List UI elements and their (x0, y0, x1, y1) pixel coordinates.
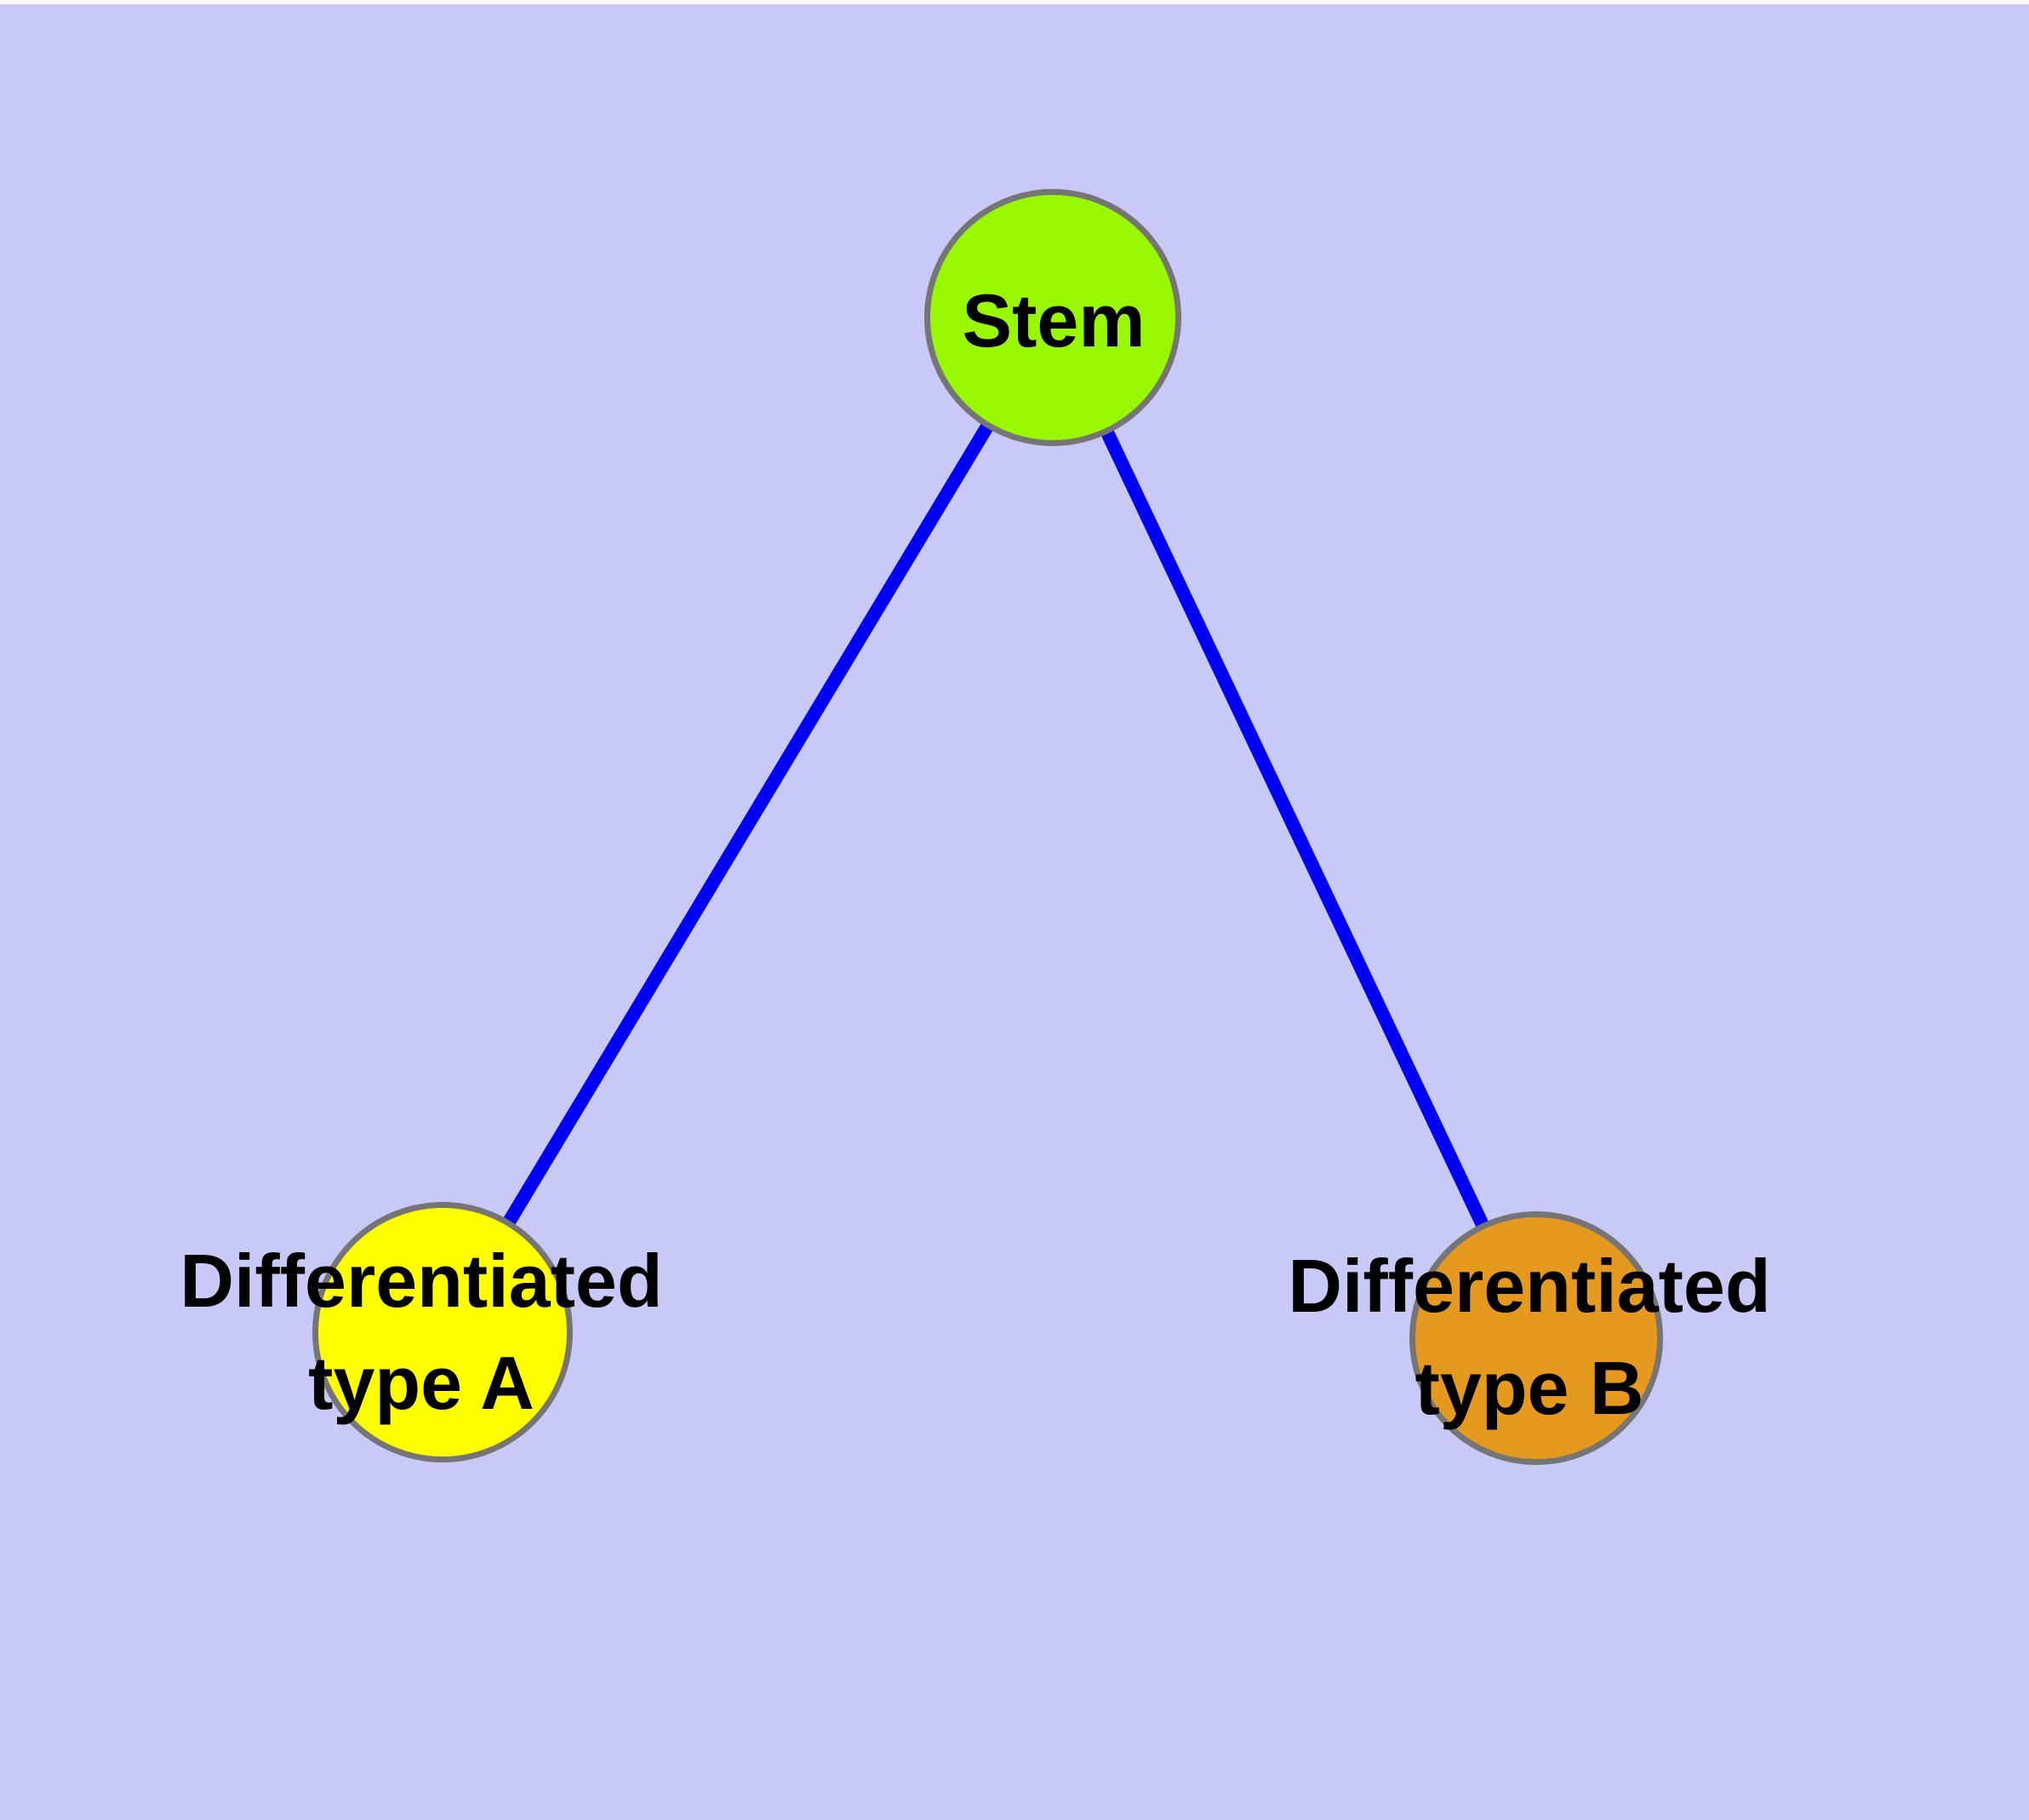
node-type-b-label: Differentiated type B (1288, 1235, 1770, 1439)
edge-stem-to-type-a (437, 313, 1059, 1336)
node-type-b-label-line-2: type B (1415, 1346, 1644, 1430)
node-type-a-label-line-2: type A (308, 1341, 534, 1425)
node-stem (924, 189, 1181, 446)
node-type-a-label: Differentiated type A (180, 1230, 662, 1434)
node-type-b-label-line-1: Differentiated (1288, 1244, 1771, 1328)
top-edge-strip (0, 0, 2029, 4)
node-stem-label: Stem (962, 270, 1145, 372)
node-differentiated-type-a (312, 1202, 573, 1462)
node-type-a-label-line-1: Differentiated (180, 1239, 663, 1323)
node-stem-label-text: Stem (962, 278, 1146, 363)
edge-stem-to-type-b (1046, 314, 1543, 1342)
node-differentiated-type-b (1409, 1211, 1663, 1465)
